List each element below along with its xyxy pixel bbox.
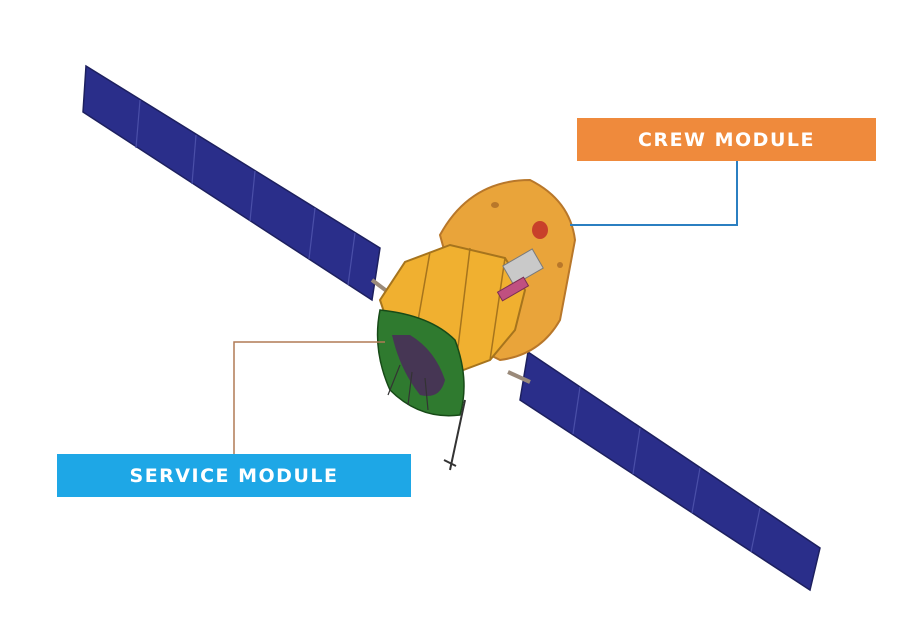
- spacecraft-body: [376, 178, 577, 471]
- crew-module-leader-line: [570, 161, 738, 226]
- service-module-leader-line: [233, 341, 385, 454]
- service-module-label: SERVICE MODULE: [57, 454, 411, 497]
- left-solar-array: [82, 64, 398, 302]
- right-solar-panel: [519, 350, 821, 592]
- crew-module-label: CREW MODULE: [577, 118, 876, 161]
- right-solar-array: [507, 350, 821, 592]
- left-solar-panel: [82, 64, 381, 302]
